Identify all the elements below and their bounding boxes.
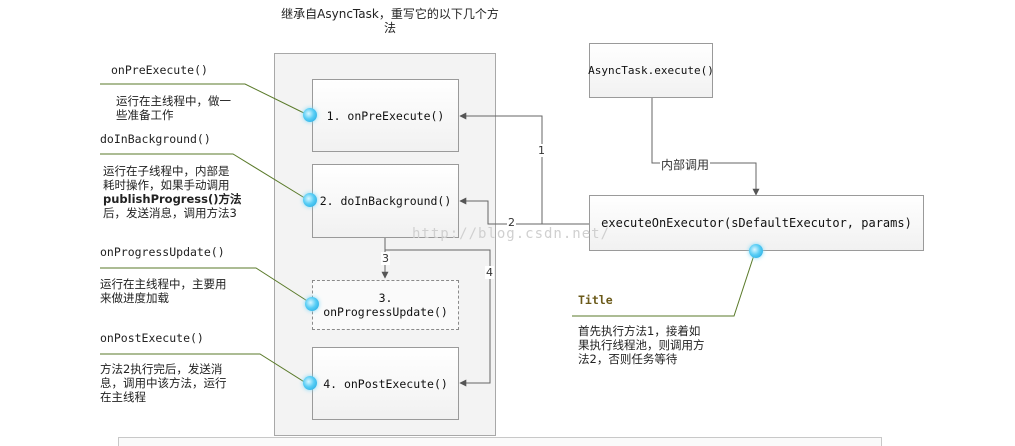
diagram-title-line2: 法 (383, 21, 396, 35)
note-line-post (100, 353, 307, 384)
note-line: 运行在主线程中，主要用 (100, 277, 227, 291)
note-line: 运行在主线程中，做一 (116, 94, 231, 108)
note-line: 法2，否则任务等待 (578, 352, 678, 366)
edge-label-internal-call: 内部调用 (660, 156, 711, 173)
box-on-post-execute-label: 4. onPostExecute() (323, 376, 448, 391)
note-line: publishProgress()方法 (103, 192, 242, 206)
edge-2 (459, 197, 590, 225)
edge-internal-call (651, 97, 760, 196)
edge-label-2: 2 (507, 216, 516, 229)
connector-dot-post (303, 376, 317, 390)
box-on-progress-update-num: 3. (378, 291, 393, 305)
edge-1 (459, 112, 590, 225)
note-line-executor (572, 251, 756, 317)
note-text-background: 运行在子线程中，内部是 耗时操作，如果手动调用 publishProgress(… (103, 164, 241, 220)
box-execute-on-executor[interactable]: executeOnExecutor(sDefaultExecutor, para… (589, 195, 924, 251)
bottom-frame-edge (118, 437, 882, 446)
note-text-executor: 首先执行方法1，接着如 果执行线程池，则调用方 法2，否则任务等待 (578, 324, 705, 366)
box-asynctask-execute-label: AsyncTask.execute() (588, 64, 714, 77)
note-line-background (100, 153, 309, 201)
note-line-progress (100, 267, 313, 305)
edge-4 (384, 238, 491, 387)
note-text-post: 方法2执行完后，发送消 息，调用中该方法，运行 在主线程 (100, 362, 227, 404)
note-line: 首先执行方法1，接着如 (578, 324, 701, 338)
connector-dot-background (303, 193, 317, 207)
note-line: 耗时操作，如果手动调用 (103, 178, 230, 192)
note-title-executor: Title (578, 293, 613, 307)
box-on-progress-update[interactable]: 3. onProgressUpdate() (312, 280, 459, 330)
note-line: 运行在子线程中，内部是 (103, 164, 230, 178)
connector-dot-progress (305, 297, 319, 311)
note-title-pre: onPreExecute() (111, 63, 208, 77)
watermark: http://blog.csdn.net/ (412, 226, 611, 242)
connector-dot-pre (303, 108, 317, 122)
connector-dot-executor (749, 244, 763, 258)
box-execute-on-executor-label: executeOnExecutor(sDefaultExecutor, para… (601, 216, 912, 230)
diagram-title-line1: 继承自AsyncTask，重写它的以下几个方 (281, 7, 499, 21)
note-line: 方法2执行完后，发送消 (100, 362, 223, 376)
edge-label-1: 1 (537, 144, 546, 157)
note-line: 来做进度加载 (100, 291, 169, 305)
box-on-post-execute[interactable]: 4. onPostExecute() (312, 347, 459, 420)
note-line: 些准备工作 (116, 108, 174, 122)
note-text-pre: 运行在主线程中，做一 些准备工作 (116, 94, 231, 122)
edge-label-3: 3 (381, 252, 390, 265)
box-asynctask-execute[interactable]: AsyncTask.execute() (588, 43, 714, 98)
box-on-pre-execute[interactable]: 1. onPreExecute() (312, 79, 459, 152)
diagram-title: 继承自AsyncTask，重写它的以下几个方 法 (270, 7, 510, 35)
note-text-progress: 运行在主线程中，主要用 来做进度加载 (100, 277, 227, 305)
box-on-progress-update-label: onProgressUpdate() (323, 305, 448, 319)
note-line: 息，调用中该方法，运行 (100, 376, 227, 390)
note-line: 在主线程 (100, 390, 146, 404)
edge-label-4: 4 (485, 266, 494, 279)
note-line-pre (100, 83, 309, 116)
note-title-post: onPostExecute() (100, 331, 204, 345)
box-do-in-background-label: 2. doInBackground() (319, 194, 452, 208)
box-on-pre-execute-label: 1. onPreExecute() (326, 108, 445, 123)
note-title-background: doInBackground() (100, 132, 211, 146)
note-title-progress: onProgressUpdate() (100, 245, 225, 259)
note-line: 果执行线程池，则调用方 (578, 338, 705, 352)
note-line: 后，发送消息，调用方法3 (103, 206, 237, 220)
